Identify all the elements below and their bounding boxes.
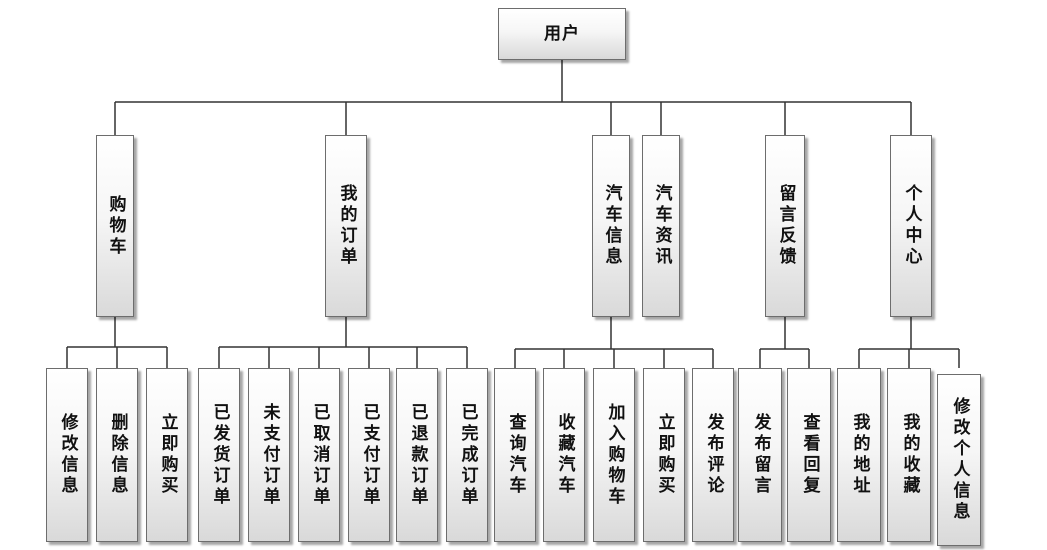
function-node-orders-1: 未支付订单 <box>248 368 290 542</box>
category-label: 购物车 <box>105 194 126 258</box>
function-label: 我的地址 <box>849 413 870 497</box>
function-label: 收藏汽车 <box>554 413 575 497</box>
category-label: 留言反馈 <box>775 184 796 268</box>
function-label: 已支付订单 <box>359 402 380 508</box>
function-label: 查询汽车 <box>505 413 526 497</box>
function-label: 已取消订单 <box>309 402 330 508</box>
function-node-cart-1: 删除信息 <box>96 368 138 542</box>
function-node-car-info-3: 立即购买 <box>643 368 685 542</box>
function-label: 发布评论 <box>703 413 724 497</box>
category-node-personal: 个人中心 <box>890 135 932 317</box>
function-node-cart-2: 立即购买 <box>146 368 188 542</box>
function-label: 已发货订单 <box>209 402 230 508</box>
function-node-orders-5: 已完成订单 <box>446 368 488 542</box>
function-label: 查看回复 <box>799 413 820 497</box>
category-label: 汽车资讯 <box>651 184 672 268</box>
function-label: 发布留言 <box>750 413 771 497</box>
function-node-orders-2: 已取消订单 <box>298 368 340 542</box>
function-label: 修改个人信息 <box>949 397 970 523</box>
function-node-personal-0: 我的地址 <box>837 368 881 542</box>
function-node-feedback-0: 发布留言 <box>738 368 782 542</box>
function-label: 已完成订单 <box>457 402 478 508</box>
function-node-car-info-1: 收藏汽车 <box>543 368 585 542</box>
function-label: 加入购物车 <box>604 402 625 508</box>
root-node-user: 用户 <box>498 8 626 60</box>
function-node-car-info-0: 查询汽车 <box>494 368 536 542</box>
function-node-cart-0: 修改信息 <box>46 368 88 542</box>
function-node-personal-2: 修改个人信息 <box>937 374 981 546</box>
function-label: 已退款订单 <box>407 402 428 508</box>
function-label: 修改信息 <box>57 413 78 497</box>
root-node-label: 用户 <box>544 23 580 44</box>
category-label: 个人中心 <box>901 184 922 268</box>
function-node-orders-3: 已支付订单 <box>348 368 390 542</box>
function-label: 我的收藏 <box>899 413 920 497</box>
category-label: 汽车信息 <box>601 184 622 268</box>
function-label: 未支付订单 <box>259 402 280 508</box>
function-node-car-info-4: 发布评论 <box>692 368 734 542</box>
function-node-feedback-1: 查看回复 <box>787 368 831 542</box>
function-node-orders-0: 已发货订单 <box>198 368 240 542</box>
category-label: 我的订单 <box>336 184 357 268</box>
category-node-feedback: 留言反馈 <box>765 135 805 317</box>
function-node-orders-4: 已退款订单 <box>396 368 438 542</box>
function-node-personal-1: 我的收藏 <box>887 368 931 542</box>
function-label: 立即购买 <box>654 413 675 497</box>
category-node-car-news: 汽车资讯 <box>642 135 680 317</box>
category-node-cart: 购物车 <box>96 135 134 317</box>
function-node-car-info-2: 加入购物车 <box>593 368 635 542</box>
category-node-car-info: 汽车信息 <box>592 135 630 317</box>
category-node-orders: 我的订单 <box>325 135 367 317</box>
function-label: 立即购买 <box>157 413 178 497</box>
function-label: 删除信息 <box>107 413 128 497</box>
